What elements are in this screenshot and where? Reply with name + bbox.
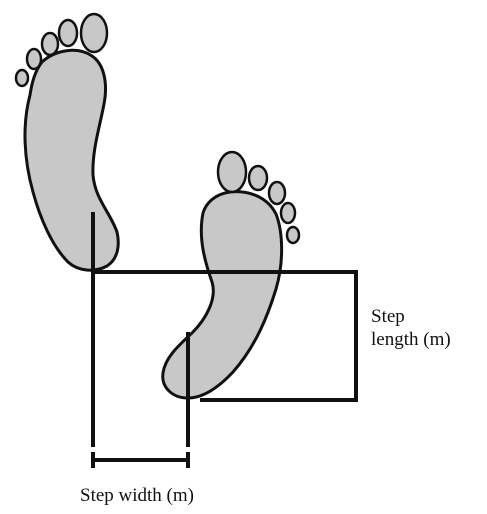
right-foot-sole (163, 192, 282, 398)
left-foot-sole (25, 50, 118, 270)
step-length-label: Step length (m) (371, 305, 451, 351)
step-length-label-line-1: Step (371, 305, 451, 328)
left-foot (16, 14, 118, 270)
right-foot-toe-big (218, 152, 246, 192)
left-foot-toe-3 (42, 33, 58, 55)
right-foot-toe-5 (287, 227, 299, 243)
left-foot-toe-2 (59, 20, 77, 46)
left-foot-toe-5 (16, 70, 28, 86)
left-foot-toe-big (81, 14, 107, 52)
step-length-label-line-2: length (m) (371, 328, 451, 351)
step-width-label: Step width (m) (80, 484, 194, 507)
right-foot-toe-3 (269, 182, 285, 204)
right-foot-toe-2 (249, 166, 267, 190)
right-foot (163, 152, 299, 398)
left-foot-toe-4 (27, 49, 41, 69)
right-foot-toe-4 (281, 203, 295, 223)
